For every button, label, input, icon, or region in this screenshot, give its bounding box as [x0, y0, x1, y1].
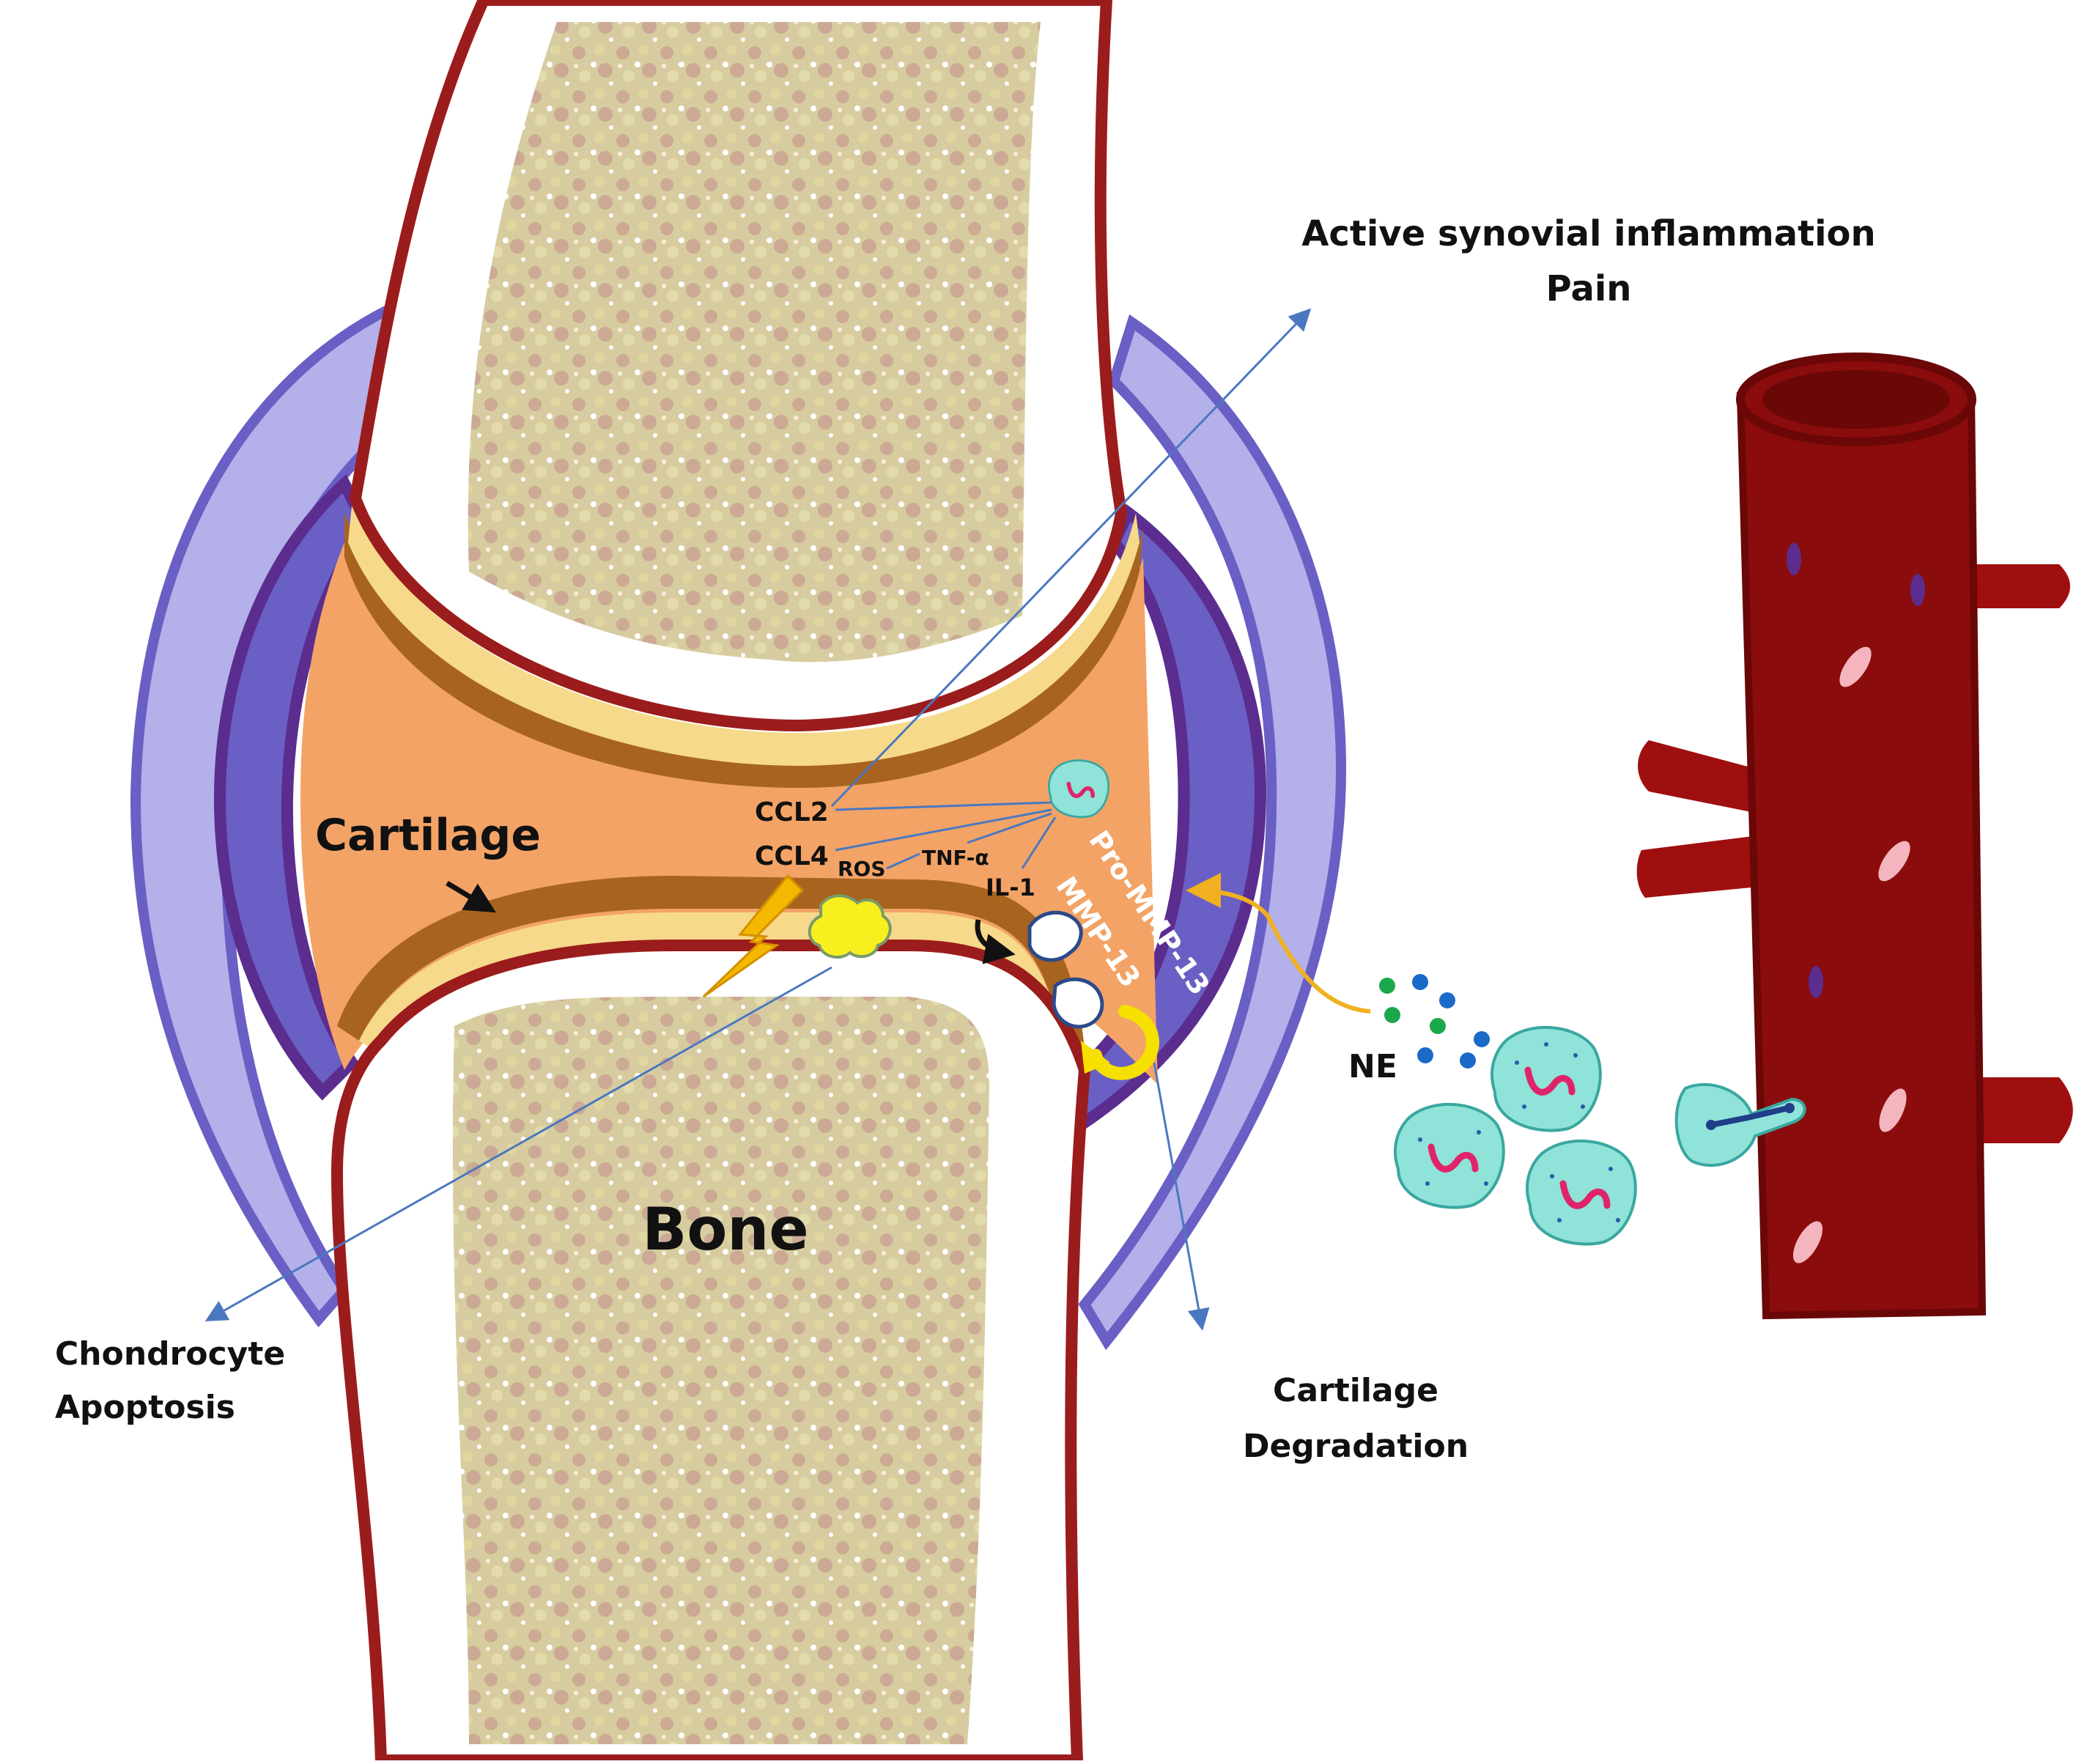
neutrophil-1: [1491, 1025, 1602, 1132]
ne-particles: [1379, 974, 1490, 1069]
mmp13-arrowhead-icon: [1081, 1041, 1110, 1074]
vessel-branch-lower: [1979, 1077, 2073, 1143]
ne-dot-blue-2: [1439, 992, 1455, 1008]
label-cartilage-degradation-1: Cartilage: [1273, 1372, 1438, 1409]
upper-bone: [344, 0, 1143, 788]
joint-capsule: [130, 300, 1347, 1351]
ne-dot-blue-4: [1417, 1047, 1433, 1063]
label-apoptosis: Apoptosis: [55, 1389, 235, 1426]
label-cartilage: Cartilage: [315, 810, 541, 861]
label-ccl4: CCL4: [755, 841, 829, 871]
il1-pointer-arrow: [975, 919, 1016, 964]
line-ccl4-to-neutrophil: [835, 808, 1052, 852]
vessel-cell-1: [1787, 543, 1801, 575]
vessel-branch-top: [1964, 564, 2070, 608]
lower-bone: [330, 876, 1091, 1764]
arrow-to-inflammation: [830, 308, 1312, 808]
vessel-lumen: [1762, 370, 1950, 429]
label-tnf-alpha: TNF-α: [922, 846, 989, 870]
neutrophil-3: [1526, 1139, 1637, 1246]
label-ccl2: CCL2: [755, 797, 829, 827]
ros-cluster-icon: [808, 894, 892, 959]
label-ne: NE: [1348, 1048, 1397, 1085]
label-pain: Pain: [1546, 268, 1632, 309]
vessel-rbc-3: [1879, 1088, 1907, 1132]
lower-cartilage-brown: [337, 876, 1085, 1055]
connector-lines: [204, 308, 1312, 1331]
lower-bone-marrow: [452, 997, 989, 1744]
label-active-synovial-inflammation: Active synovial inflammation: [1301, 213, 1875, 254]
vessel-body: [1736, 392, 1987, 1320]
vessel-cell-2: [1910, 574, 1925, 606]
label-cartilage-degradation-2: Degradation: [1243, 1428, 1469, 1465]
vessel-rbc-4: [1792, 1221, 1823, 1263]
ne-dot-blue-1: [1412, 974, 1428, 990]
ne-to-pro-mmp13-arrow: [1186, 873, 1371, 1014]
ne-dot-green-2: [1384, 1007, 1400, 1023]
ne-dot-blue-3: [1474, 1031, 1490, 1047]
label-il1: IL-1: [986, 874, 1035, 901]
ne-dot-green-3: [1430, 1018, 1446, 1034]
vessel-branch-mid-left-2: [1636, 835, 1759, 898]
mmp13-cleavage-arrow-icon: [1089, 1005, 1159, 1080]
label-chondrocyte: Chondrocyte: [55, 1335, 285, 1373]
upper-cartilage-brown: [344, 513, 1143, 788]
ne-dot-blue-5: [1460, 1052, 1476, 1069]
collagen-fragment-2-icon: [1052, 977, 1104, 1029]
upper-cartilage-yellow: [348, 506, 1140, 766]
vessel-cell-3: [1809, 966, 1823, 998]
blood-vessel: [1636, 353, 2073, 1320]
vessel-rbc-2: [1878, 841, 1910, 882]
arrow-to-degradation: [1153, 1062, 1210, 1331]
label-bone: Bone: [642, 1195, 808, 1263]
vessel-branch-mid-left-1: [1638, 740, 1759, 813]
neutrophil-extravasating: [1674, 1083, 1806, 1167]
line-tnf-to-neutrophil: [967, 812, 1052, 844]
capsule-mid-left: [213, 473, 374, 1101]
neutrophil-in-cavity: [1047, 759, 1109, 819]
neutrophils: [1047, 759, 1806, 1246]
line-ros-to-tnf: [886, 852, 920, 870]
collagen-fragment-1-icon: [1027, 910, 1083, 962]
label-ros: ROS: [838, 857, 886, 881]
line-il1-to-neutrophil: [1021, 816, 1057, 869]
lightning-bolt-icon: [702, 874, 805, 998]
upper-bone-marrow: [468, 22, 1041, 663]
line-ccl2-to-neutrophil: [835, 801, 1052, 811]
vessel-rbc-1: [1839, 646, 1872, 687]
neutrophil-2: [1394, 1102, 1505, 1209]
arrow-to-apoptosis: [204, 966, 832, 1321]
ne-dot-green-1: [1379, 978, 1395, 994]
capsule-outer-right: [1078, 314, 1347, 1351]
cartilage-pointer-arrow: [446, 880, 497, 913]
